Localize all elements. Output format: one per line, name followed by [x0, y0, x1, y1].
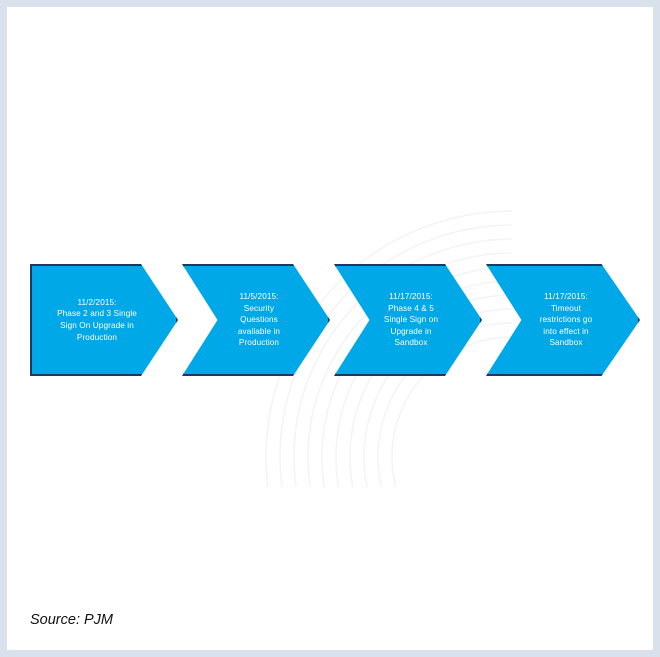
chevron-step-3-line-4: Upgrade in — [390, 326, 432, 336]
chevron-step-2-line-1: 11/5/2015: — [239, 292, 279, 302]
chevron-step-4-label: 11/17/2015: Timeout restrictions go into… — [526, 291, 606, 349]
chevron-step-1-line-4: Production — [76, 332, 118, 342]
chevron-step-1-line-3: Sign On Upgrade in — [60, 321, 134, 330]
chevron-step-2-label: 11/5/2015: Security Questions available … — [219, 291, 299, 349]
chevron-step-2-line-5: Production — [238, 338, 280, 348]
chevron-step-2-line-2: Security — [243, 303, 275, 313]
chevron-step-1-line-2: Phase 2 and 3 Single — [57, 309, 137, 319]
chevron-step-4-line-2: Timeout — [551, 303, 581, 313]
chevron-step-2[interactable]: 11/5/2015: Security Questions available … — [182, 264, 330, 376]
chevron-step-1[interactable]: 11/2/2015: Phase 2 and 3 Single Sign On … — [30, 264, 178, 376]
chevron-step-3-line-5: Sandbox — [394, 338, 428, 348]
chevron-step-4-line-5: Sandbox — [549, 338, 583, 348]
figure-canvas: 11/2/2015: Phase 2 and 3 Single Sign On … — [7, 7, 653, 650]
chevron-step-3-line-3: Single Sign on — [383, 315, 439, 325]
chevron-step-1-label: 11/2/2015: Phase 2 and 3 Single Sign On … — [45, 297, 149, 343]
chevron-step-3-line-1: 11/17/2015: — [389, 292, 433, 302]
chevron-step-2-line-4: available in — [237, 326, 281, 336]
chevron-step-3-line-2: Phase 4 & 5 — [388, 303, 434, 313]
chevron-step-2-line-3: Questions — [240, 315, 278, 325]
chevron-step-4-line-3: restrictions go — [539, 315, 593, 325]
chevron-step-4[interactable]: 11/17/2015: Timeout restrictions go into… — [486, 264, 640, 376]
source-caption: Source: PJM — [30, 612, 113, 628]
chevron-step-4-line-4: into effect in — [543, 326, 589, 336]
chevron-process-flow: 11/2/2015: Phase 2 and 3 Single Sign On … — [30, 264, 640, 376]
chevron-step-3-label: 11/17/2015: Phase 4 & 5 Single Sign on U… — [371, 291, 451, 349]
chevron-step-4-line-1: 11/17/2015: — [544, 292, 588, 302]
chevron-step-1-line-1: 11/2/2015: — [77, 297, 117, 307]
chevron-step-3[interactable]: 11/17/2015: Phase 4 & 5 Single Sign on U… — [334, 264, 482, 376]
